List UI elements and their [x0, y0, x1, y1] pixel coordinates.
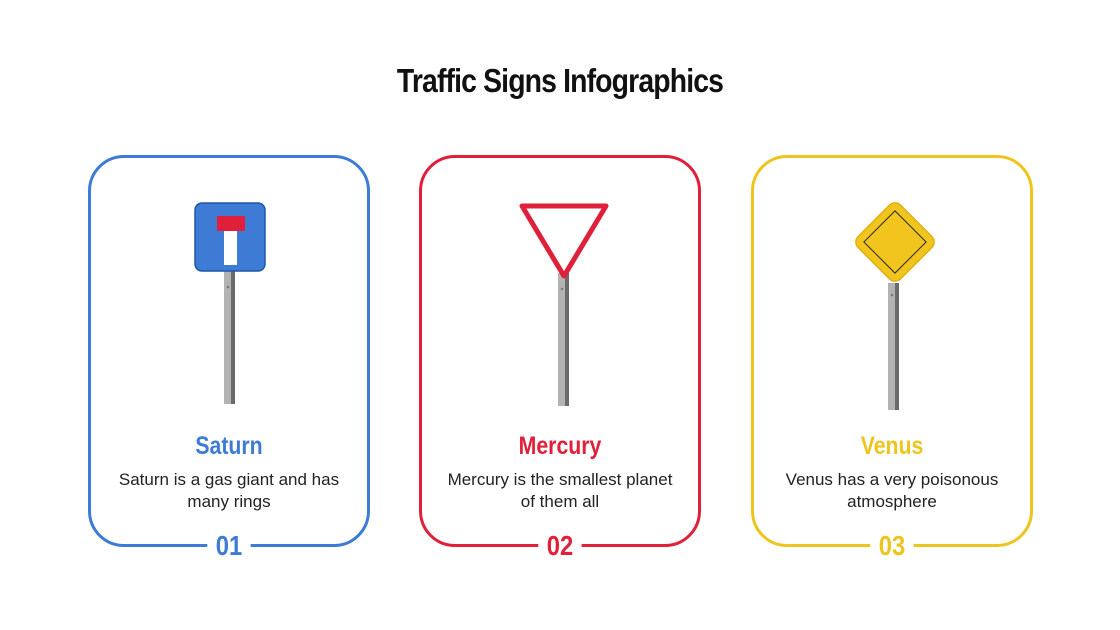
card-number: 01 [207, 529, 251, 563]
yield-sign-icon [519, 203, 609, 406]
card-title: Venus [860, 432, 924, 460]
card-mercury: Mercury Mercury is the smallest planet o… [419, 155, 701, 563]
card-number: 02 [538, 529, 582, 563]
dead-end-sign-icon [194, 202, 266, 404]
priority-road-sign-icon [855, 202, 935, 410]
card-title: Mercury [518, 432, 602, 460]
card-description: Mercury is the smallest planet of them a… [447, 470, 673, 511]
card-title: Saturn [195, 432, 263, 460]
card-description: Saturn is a gas giant and has many rings [118, 470, 340, 511]
card-saturn: Saturn Saturn is a gas giant and has man… [88, 155, 370, 563]
card-number: 03 [870, 529, 914, 563]
card-description: Venus has a very poisonous atmosphere [785, 470, 999, 511]
page-title: Traffic Signs Infographics [396, 62, 724, 99]
card-venus: Venus Venus has a very poisonous atmosph… [751, 155, 1033, 563]
